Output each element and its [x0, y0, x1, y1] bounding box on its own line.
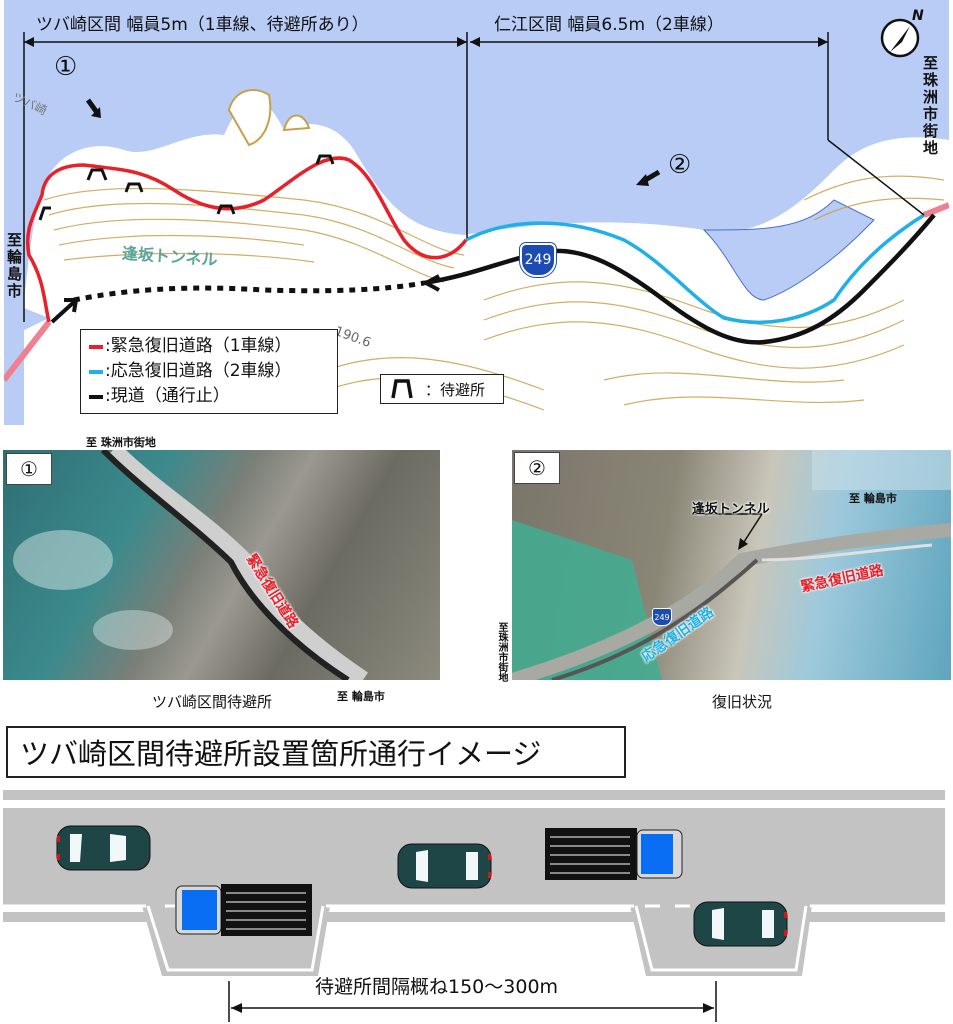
- photo-tsubazaki-waiting-area: ① 緊急復旧道路: [3, 450, 440, 680]
- blue-line-icon: [89, 369, 103, 374]
- waiting-area-icon: [391, 379, 413, 399]
- photo1-caption: ツバ崎区間待避所: [152, 693, 273, 711]
- marker-2: ②: [668, 150, 692, 180]
- passing-diagram: [3, 790, 945, 1022]
- spacing-label: 待避所間隔概ね150～300m: [315, 976, 559, 998]
- photo2-number: ②: [514, 452, 560, 484]
- car-icon: [397, 843, 492, 889]
- legend-item-urgent: :応急復旧道路（2車線）: [89, 359, 327, 384]
- section-label-tsubazaki: ツバ崎区間 幅員5m（1車線、待避所あり）: [36, 15, 369, 35]
- photo1-bottom-note: 至 輪島市: [337, 690, 385, 703]
- photo2-route-shield-icon: 249: [652, 608, 672, 626]
- route-map: ツバ崎区間 幅員5m（1車線、待避所あり） 仁江区間 幅員6.5m（2車線） ①…: [4, 0, 949, 425]
- direction-wajima: 至輪島市: [5, 232, 23, 300]
- marker-1: ①: [54, 52, 78, 82]
- photo1-top-note: 至 珠洲市街地: [86, 436, 156, 449]
- photo2-tunnel-label: 逢坂トンネル: [692, 502, 770, 517]
- photo2-side-note: 至珠洲市街地: [496, 622, 507, 682]
- diagram-title: ツバ崎区間待避所設置箇所通行イメージ: [6, 726, 626, 778]
- route-249-shield-icon: 249: [520, 243, 556, 277]
- legend-waiting-area: ：待避所: [380, 374, 504, 404]
- map-legend: :緊急復旧道路（1車線） :応急復旧道路（2車線） :現道（通行止）: [80, 329, 338, 414]
- compass-north-icon: N: [912, 8, 924, 24]
- photo-recovery-status: ② 逢坂トンネル 至 輪島市 緊急復旧道路 応急復旧道路 249: [512, 450, 951, 680]
- red-line-icon: [89, 344, 103, 349]
- truck-icon: [545, 828, 683, 880]
- photo2-caption: 復旧状況: [712, 693, 773, 711]
- car-icon: [693, 901, 788, 947]
- photo2-to-wajima: 至 輪島市: [849, 492, 897, 505]
- car-icon: [56, 825, 151, 871]
- black-line-icon: [89, 394, 103, 399]
- truck-icon: [175, 884, 312, 936]
- legend-item-current: :現道（通行止）: [89, 384, 327, 409]
- photo1-number: ①: [6, 453, 52, 485]
- section-label-nie: 仁江区間 幅員6.5m（2車線）: [494, 15, 724, 35]
- direction-suzu: 至珠洲市街地: [921, 55, 939, 157]
- legend-item-emergency: :緊急復旧道路（1車線）: [89, 334, 327, 359]
